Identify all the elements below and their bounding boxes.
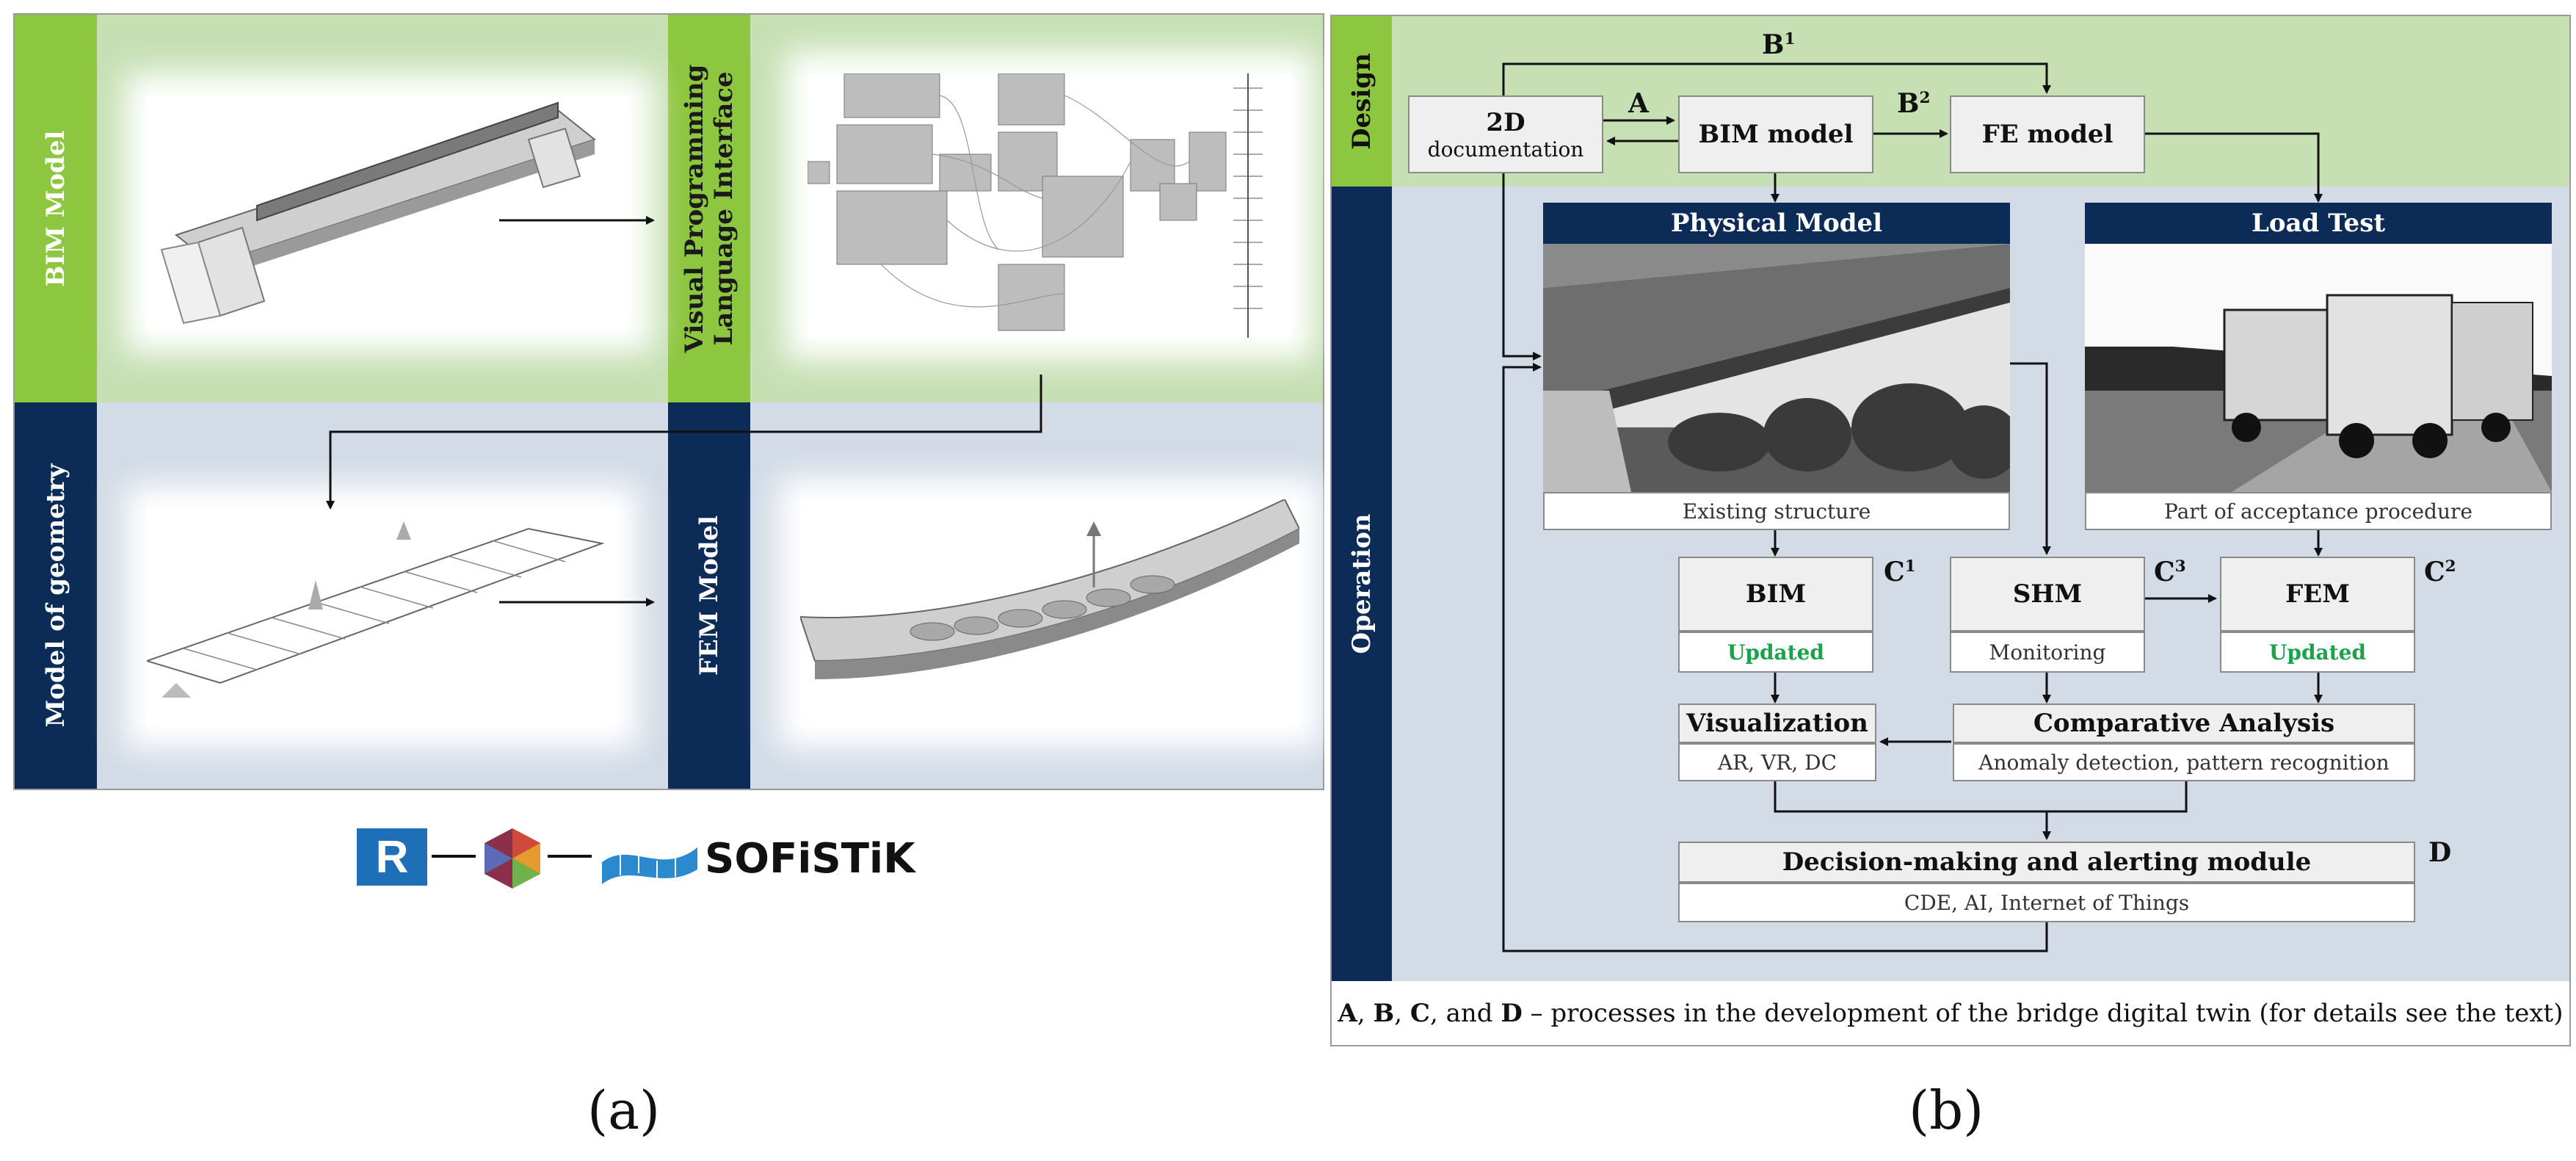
- footnote-sep1: ,: [1357, 998, 1374, 1028]
- label-b1: B1: [1762, 29, 1795, 60]
- label-d: D: [2428, 837, 2452, 868]
- box-2d-documentation[interactable]: 2D documentation: [1408, 95, 1603, 173]
- caption-b: (b): [1909, 1079, 1984, 1141]
- box-bim-model-label: BIM model: [1698, 120, 1854, 149]
- caption-a: (a): [587, 1079, 661, 1141]
- footnote-a: A: [1338, 998, 1357, 1028]
- box-comparative[interactable]: Comparative Analysis: [1953, 704, 2415, 743]
- label-c3-letter: C: [2154, 557, 2175, 587]
- label-c2-sup: 2: [2445, 557, 2456, 576]
- geometry-image: [144, 507, 617, 727]
- vpl-graph-image: [807, 73, 1292, 338]
- box-bim[interactable]: BIM: [1678, 557, 1873, 632]
- load-test-header: Load Test: [2085, 203, 2552, 244]
- fem-image: [799, 498, 1301, 727]
- arrow-physical-to-shm: [2010, 362, 2051, 555]
- label-c3-sup: 3: [2174, 557, 2186, 576]
- label-b2-sup: 2: [1919, 89, 1931, 107]
- footnote-rest: – processes in the development of the br…: [1522, 998, 2564, 1028]
- panel-a-arrows: [326, 216, 1042, 607]
- box-bim-status: Updated: [1678, 632, 1873, 673]
- revit-icon: R: [375, 831, 409, 883]
- physical-model-header: Physical Model: [1543, 203, 2010, 244]
- fem-strip: FEM Model: [668, 402, 750, 789]
- arrow-2d-to-physical: [1502, 173, 1542, 361]
- panel-a: [13, 13, 1324, 790]
- box-decision[interactable]: Decision-making and alerting module: [1678, 842, 2415, 883]
- sofistik-logo: SOFiSTiK: [602, 825, 925, 891]
- bim-bridge-image: [147, 95, 631, 330]
- physical-model-photo: [1543, 244, 2010, 492]
- label-b2-letter: B: [1897, 88, 1920, 119]
- box-fem[interactable]: FEM: [2220, 557, 2415, 632]
- arrow-feedback-loop: [1502, 363, 2048, 952]
- label-c1-sup: 1: [1904, 557, 1916, 576]
- label-b1-letter: B: [1762, 29, 1785, 60]
- footnote: A, B, C, and D – processes in the develo…: [1332, 981, 2569, 1045]
- label-c2: C2: [2424, 557, 2456, 587]
- box-bim-model[interactable]: BIM model: [1678, 95, 1873, 173]
- dynamo-icon: [485, 828, 540, 889]
- box-fe-model-label: FE model: [1981, 120, 2114, 149]
- panel-b: [1330, 15, 2571, 1046]
- box-fem-status: Updated: [2220, 632, 2415, 673]
- sofistik-mesh-icon: [602, 847, 697, 884]
- acceptance-label: Part of acceptance procedure: [2085, 492, 2552, 530]
- arrow-vpl-to-geometry: [326, 375, 1042, 510]
- box-shm-label: SHM: [2012, 579, 2083, 609]
- bim-model-strip: BIM Model: [15, 15, 97, 402]
- arrow-vis-comp-to-decision: [1774, 781, 2188, 813]
- footnote-c: C: [1409, 998, 1430, 1028]
- label-a: A: [1628, 88, 1649, 119]
- box-fem-label: FEM: [2285, 579, 2350, 609]
- box-shm-status: Monitoring: [1950, 632, 2145, 673]
- sofistik-wordmark: SOFiSTiK: [705, 834, 915, 883]
- box-visualization-label: Visualization: [1686, 709, 1868, 738]
- label-c2-letter: C: [2424, 557, 2445, 587]
- arrow-revit-to-dynamo: [432, 855, 476, 858]
- box-2d-line2: documentation: [1427, 137, 1584, 162]
- box-comparative-sub: Anomaly detection, pattern recognition: [1953, 743, 2415, 781]
- box-2d-line1: 2D: [1486, 107, 1525, 137]
- label-c1-letter: C: [1884, 557, 1905, 587]
- box-comparative-label: Comparative Analysis: [2033, 709, 2335, 738]
- box-shm[interactable]: SHM: [1950, 557, 2145, 632]
- existing-structure-label: Existing structure: [1543, 492, 2010, 530]
- label-c3: C3: [2154, 557, 2186, 587]
- revit-logo: R: [357, 828, 427, 886]
- arrow-fe-to-loadtest: [2142, 132, 2323, 203]
- box-visualization[interactable]: Visualization: [1678, 704, 1876, 743]
- geometry-strip: Model of geometry: [15, 402, 97, 789]
- footnote-d: D: [1501, 998, 1523, 1028]
- load-test-photo: [2085, 244, 2552, 492]
- footnote-sep2: ,: [1394, 998, 1410, 1028]
- footnote-and: , and: [1429, 998, 1501, 1028]
- label-b1-sup: 1: [1784, 30, 1796, 48]
- arrow-dynamo-to-sofistik: [548, 855, 592, 858]
- arrow-b1: [1502, 62, 2051, 95]
- label-b2: B2: [1897, 88, 1930, 119]
- box-decision-sub: CDE, AI, Internet of Things: [1678, 883, 2415, 922]
- box-decision-label: Decision-making and alerting module: [1782, 847, 2312, 877]
- footnote-b: B: [1373, 998, 1395, 1028]
- label-c1: C1: [1884, 557, 1916, 587]
- box-fe-model[interactable]: FE model: [1950, 95, 2145, 173]
- vpl-strip: Visual Programming Language Interface: [668, 15, 750, 402]
- box-bim-label: BIM: [1745, 579, 1807, 609]
- design-strip: Design: [1332, 16, 1392, 187]
- box-visualization-sub: AR, VR, DC: [1678, 743, 1876, 781]
- operation-strip: Operation: [1332, 187, 1392, 981]
